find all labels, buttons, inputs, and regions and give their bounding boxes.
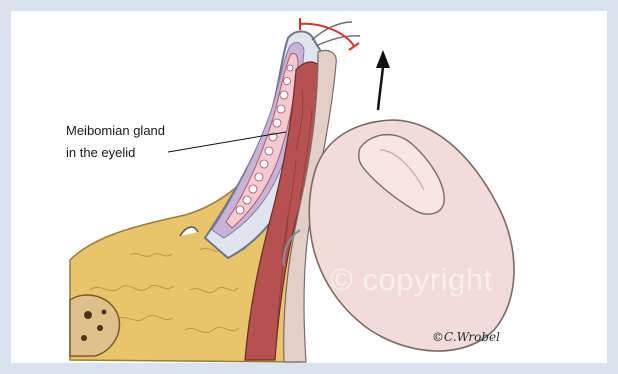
artist-signature: ©C.Wrobel	[432, 330, 500, 344]
copyright-watermark: © copyright	[330, 262, 493, 298]
gland-label-line2: in the eyelid	[66, 143, 135, 162]
gland-label-line1: Meibomian gland	[66, 121, 165, 140]
upward-arrow	[376, 50, 390, 110]
